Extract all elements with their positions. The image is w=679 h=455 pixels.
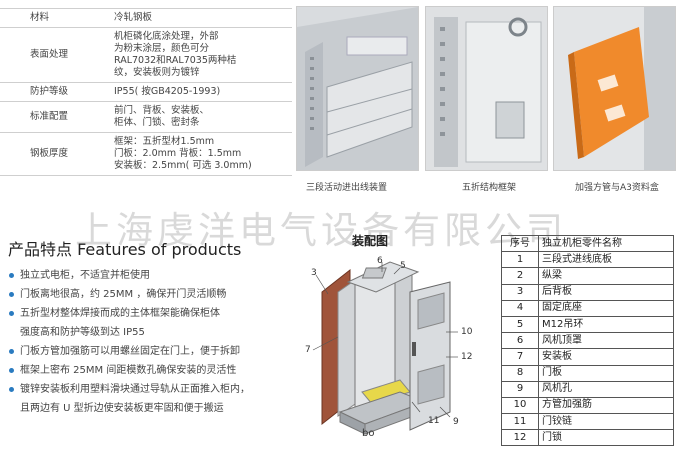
photo-caption: 五折结构框架 xyxy=(462,183,517,193)
features-list: 独立式电柜，不适宜并柜使用 门板离地很高，约 25MM ，确保开门灵活顺畅 五折… xyxy=(8,266,300,418)
part-no: 5 xyxy=(501,315,539,334)
spec-label: 表面处理 xyxy=(0,27,108,83)
part-name: 固定底座 xyxy=(538,299,674,317)
part-name: 后背板 xyxy=(538,283,674,301)
bullet-icon xyxy=(9,311,14,316)
header-name: 独立机柜零件名称 xyxy=(538,234,674,253)
part-name: 纵梁 xyxy=(538,267,674,285)
spec-row: 钢板厚度 框架：五折型材1.5mm 门板：2.0mm 背板：1.5mm 安装板：… xyxy=(0,132,292,176)
callout-label: 12 xyxy=(461,352,473,362)
bullet-icon xyxy=(9,349,14,354)
part-no: 1 xyxy=(501,251,539,269)
spec-row: 材料 冷轧钢板 xyxy=(0,8,292,28)
photo-caption: 加强方管与A3资料盒 xyxy=(575,183,659,193)
photo-inlet-device xyxy=(296,6,419,171)
feature-item: 镀锌安装板利用塑料滑块通过导轨从正面推入柜内， 且两边有 U 型折边使安装板更牢… xyxy=(8,380,300,418)
diagram-title: 装配图 xyxy=(352,234,389,248)
spec-value: 机柜磷化底涂处理，外部 为粉末涂层，颜色可分 RAL7032和RAL7035两种… xyxy=(108,27,292,83)
watermark: 上海虔洋电气设备有限公司 xyxy=(75,209,567,252)
part-no: 3 xyxy=(501,283,539,301)
parts-header-row: 序号 独立机柜零件名称 xyxy=(501,234,674,253)
bottom-text: bo xyxy=(362,428,375,439)
features-title: 产品特点 Features of products xyxy=(8,240,242,259)
photo-frame xyxy=(425,6,548,171)
reinforcement-illustration xyxy=(554,7,675,170)
callout-label: 3 xyxy=(311,268,317,278)
feature-item: 独立式电柜，不适宜并柜使用 xyxy=(8,266,300,285)
part-name: 门铰链 xyxy=(538,413,674,431)
header-no: 序号 xyxy=(501,234,539,253)
part-no: 7 xyxy=(501,348,539,366)
spec-value: IP55( 按GB4205-1993) xyxy=(108,82,292,102)
spec-label: 钢板厚度 xyxy=(0,132,108,176)
spec-table: 材料 冷轧钢板 表面处理 机柜磷化底涂处理，外部 为粉末涂层，颜色可分 RAL7… xyxy=(0,8,292,176)
feature-item: 框架上密布 25MM 间距模数孔确保安装的灵活性 xyxy=(8,361,300,380)
part-name: 方管加强筋 xyxy=(538,396,674,415)
feature-item: 门板方管加强筋可以用螺丝固定在门上，便于拆卸 xyxy=(8,342,300,361)
part-no: 8 xyxy=(501,364,539,382)
callout-label: 5 xyxy=(400,261,406,271)
part-no: 9 xyxy=(501,380,539,398)
spec-row: 标准配置 前门、背板、安装板、 柜体、门锁、密封条 xyxy=(0,101,292,133)
bullet-icon xyxy=(9,273,14,278)
callout-label: 6 xyxy=(377,256,383,266)
spec-value: 框架：五折型材1.5mm 门板：2.0mm 背板：1.5mm 安装板：2.5mm… xyxy=(108,132,292,176)
spec-label: 标准配置 xyxy=(0,101,108,133)
spec-label: 防护等级 xyxy=(0,82,108,102)
photo-caption: 三段活动进出线装置 xyxy=(306,183,388,193)
frame-illustration xyxy=(426,7,547,170)
spec-label: 材料 xyxy=(0,8,108,28)
part-name: 风机孔 xyxy=(538,380,674,398)
part-no: 6 xyxy=(501,332,539,350)
part-name: 风机顶罩 xyxy=(538,332,674,350)
spec-row: 表面处理 机柜磷化底涂处理，外部 为粉末涂层，颜色可分 RAL7032和RAL7… xyxy=(0,27,292,83)
bullet-icon xyxy=(9,292,14,297)
part-no: 10 xyxy=(501,396,539,415)
part-no: 4 xyxy=(501,299,539,317)
part-name: 三段式进线底板 xyxy=(538,251,674,269)
callout-label: 9 xyxy=(453,417,459,427)
spec-row: 防护等级 IP55( 按GB4205-1993) xyxy=(0,82,292,102)
part-name: 安装板 xyxy=(538,348,674,366)
assembly-diagram xyxy=(312,261,458,435)
photo-reinforcement xyxy=(553,6,676,171)
spec-value: 前门、背板、安装板、 柜体、门锁、密封条 xyxy=(108,101,292,133)
spec-value: 冷轧钢板 xyxy=(108,8,292,28)
part-no: 2 xyxy=(501,267,539,285)
part-no: 11 xyxy=(501,413,539,431)
bullet-icon xyxy=(9,368,14,373)
callout-label: 7 xyxy=(305,345,311,355)
part-name: 门锁 xyxy=(538,429,674,447)
bullet-icon xyxy=(9,387,14,392)
part-name: M12吊环 xyxy=(538,315,674,334)
inlet-device-illustration xyxy=(297,7,418,170)
feature-item: 门板离地很高，约 25MM ，确保开门灵活顺畅 xyxy=(8,285,300,304)
feature-item: 五折型材整体焊接而成的主体框架能确保柜体 强度高和防护等级到达 IP55 xyxy=(8,304,300,342)
part-name: 门板 xyxy=(538,364,674,382)
callout-label: 10 xyxy=(461,327,473,337)
callout-label: 11 xyxy=(428,416,440,426)
part-no: 12 xyxy=(501,429,539,447)
